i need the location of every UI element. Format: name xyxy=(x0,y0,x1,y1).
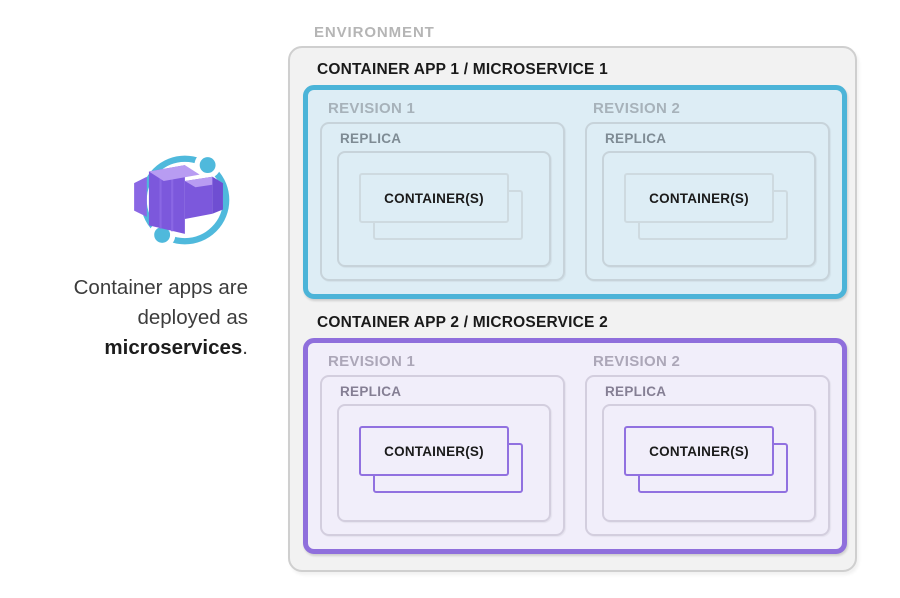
replica-box: CONTAINER(S) xyxy=(337,404,551,522)
revision-label: REVISION 1 xyxy=(328,353,416,370)
container-app-2-box: REVISION 1 REPLICA CONTAINER(S) REVISION… xyxy=(303,338,847,554)
orbit-node-top-icon xyxy=(194,151,221,179)
caption-emphasis: microservices xyxy=(104,336,243,359)
diagram-caption: Container apps are deployed as microserv… xyxy=(28,273,248,363)
revision-label: REVISION 2 xyxy=(593,100,681,117)
container-box-icon xyxy=(134,165,223,234)
app1-revision-2: REVISION 2 REPLICA CONTAINER(S) xyxy=(585,97,830,281)
container-card: CONTAINER(S) xyxy=(359,173,509,223)
app1-revision-1: REVISION 1 REPLICA CONTAINER(S) xyxy=(320,97,565,281)
container-app-1-box: REVISION 1 REPLICA CONTAINER(S) REVISION… xyxy=(303,85,847,299)
caption-line-1: Container apps are xyxy=(73,276,248,299)
replica-box: CONTAINER(S) xyxy=(602,404,816,522)
container-app-1-title: CONTAINER APP 1 / MICROSERVICE 1 xyxy=(317,61,608,78)
revision-label: REVISION 1 xyxy=(328,100,416,117)
replica-label: REPLICA xyxy=(340,131,402,146)
container-card: CONTAINER(S) xyxy=(359,426,509,476)
revision-box: REPLICA CONTAINER(S) xyxy=(320,375,565,536)
caption-period: . xyxy=(242,336,248,359)
revision-box: REPLICA CONTAINER(S) xyxy=(320,122,565,281)
replica-label: REPLICA xyxy=(605,131,667,146)
replica-box: CONTAINER(S) xyxy=(602,151,816,267)
container-apps-icon xyxy=(134,151,230,249)
container-card: CONTAINER(S) xyxy=(624,173,774,223)
app2-revision-1: REVISION 1 REPLICA CONTAINER(S) xyxy=(320,350,565,536)
replica-label: REPLICA xyxy=(605,384,667,399)
app2-revision-2: REVISION 2 REPLICA CONTAINER(S) xyxy=(585,350,830,536)
revision-label: REVISION 2 xyxy=(593,353,681,370)
environment-label: ENVIRONMENT xyxy=(314,24,435,41)
replica-box: CONTAINER(S) xyxy=(337,151,551,267)
revision-box: REPLICA CONTAINER(S) xyxy=(585,122,830,281)
environment-box: CONTAINER APP 1 / MICROSERVICE 1 REVISIO… xyxy=(288,46,857,572)
revision-box: REPLICA CONTAINER(S) xyxy=(585,375,830,536)
replica-label: REPLICA xyxy=(340,384,402,399)
container-card: CONTAINER(S) xyxy=(624,426,774,476)
container-app-2-title: CONTAINER APP 2 / MICROSERVICE 2 xyxy=(317,314,608,331)
caption-line-2: deployed as xyxy=(137,306,248,329)
